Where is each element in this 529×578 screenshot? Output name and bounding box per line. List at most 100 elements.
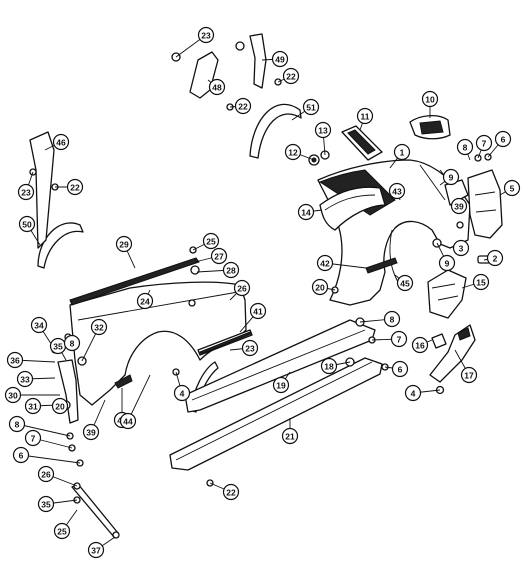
callout-circle — [82, 423, 100, 441]
callout-circle — [456, 138, 474, 156]
callout-number: 23 — [21, 188, 31, 198]
callout-number: 43 — [392, 187, 402, 197]
callout-circle — [460, 366, 478, 384]
callout-number: 49 — [275, 55, 285, 65]
callout-circle — [210, 247, 228, 265]
callout-circle — [37, 465, 55, 483]
callout-16: 16 — [411, 336, 429, 354]
callout-number: 30 — [8, 391, 18, 401]
callout-circle — [115, 235, 133, 253]
callout-number: 12 — [288, 148, 298, 158]
callout-20: 20 — [311, 278, 329, 296]
callout-circle — [391, 360, 409, 378]
callout-number: 39 — [86, 428, 96, 438]
callout-number: 45 — [400, 279, 410, 289]
callout-circle — [450, 197, 468, 215]
callout-36: 36 — [6, 351, 24, 369]
callout-circle — [494, 130, 512, 148]
callout-number: 13 — [318, 126, 328, 136]
leader-line — [16, 423, 71, 437]
callout-circle — [18, 215, 36, 233]
callout-circle — [66, 178, 84, 196]
callout-circle — [52, 133, 70, 151]
callout-39: 39 — [450, 197, 468, 215]
callout-number: 19 — [276, 381, 286, 391]
callout-circle — [297, 203, 315, 221]
callout-22: 22 — [66, 178, 84, 196]
callout-circle — [311, 278, 329, 296]
callout-number: 11 — [361, 112, 370, 122]
callout-number: 44 — [123, 417, 133, 427]
callout-circle — [356, 107, 374, 125]
callout-number: 4 — [180, 389, 185, 399]
callout-3: 3 — [452, 239, 470, 257]
callout-number: 39 — [454, 202, 464, 212]
callout-circle — [452, 239, 470, 257]
callout-51: 51 — [302, 98, 320, 116]
callout-34: 34 — [30, 316, 48, 334]
callout-number: 25 — [206, 237, 216, 247]
callout-7: 7 — [475, 134, 493, 152]
callout-37: 37 — [87, 541, 105, 559]
callout-44: 44 — [119, 412, 137, 430]
callout-circle — [16, 370, 34, 388]
callout-25: 25 — [53, 522, 71, 540]
callout-5: 5 — [503, 179, 521, 197]
callout-14: 14 — [297, 203, 315, 221]
callout-number: 15 — [476, 278, 486, 288]
callout-circle — [12, 446, 30, 464]
callout-number: 22 — [70, 183, 80, 193]
callout-number: 16 — [415, 341, 425, 351]
callout-number: 9 — [449, 173, 454, 183]
wing-top-strip — [69, 257, 200, 306]
callout-4: 4 — [173, 384, 191, 402]
callout-circle — [388, 182, 406, 200]
callout-8: 8 — [8, 415, 26, 433]
callout-circle — [6, 351, 24, 369]
support-bracket — [427, 269, 467, 319]
callout-number: 42 — [320, 259, 330, 269]
callout-circle — [390, 330, 408, 348]
callout-45: 45 — [396, 274, 414, 292]
callout-number: 29 — [119, 240, 129, 250]
callout-circle — [222, 261, 240, 279]
callout-23: 23 — [197, 26, 215, 44]
quarter-vent-panel — [319, 186, 386, 231]
callout-circle — [503, 179, 521, 197]
leader-line — [20, 454, 81, 464]
wing-side-trim — [197, 329, 253, 356]
callout-9: 9 — [438, 254, 456, 272]
callout-8: 8 — [456, 138, 474, 156]
callout-number: 46 — [56, 138, 66, 148]
callout-26: 26 — [233, 279, 251, 297]
callout-8: 8 — [383, 310, 401, 328]
callout-circle — [173, 384, 191, 402]
callout-circle — [396, 274, 414, 292]
quarter-fasteners — [308, 150, 330, 166]
callout-circle — [421, 90, 439, 108]
callout-number: 50 — [22, 220, 32, 230]
callout-21: 21 — [281, 427, 299, 445]
callout-circle — [383, 310, 401, 328]
callout-circle — [222, 483, 240, 501]
callout-number: 20 — [55, 402, 65, 412]
callout-15: 15 — [472, 273, 490, 291]
callout-circle — [90, 318, 108, 336]
callout-22: 22 — [282, 67, 300, 85]
callout-22: 22 — [234, 97, 252, 115]
callout-circle — [53, 522, 71, 540]
callout-10: 10 — [421, 90, 439, 108]
callout-circle — [233, 279, 251, 297]
callout-circle — [234, 97, 252, 115]
callout-number: 26 — [237, 284, 247, 294]
callout-35: 35 — [49, 337, 67, 355]
callout-number: 1 — [400, 148, 405, 158]
callout-49: 49 — [271, 50, 289, 68]
callout-number: 7 — [31, 434, 36, 444]
sill-panels — [169, 319, 383, 471]
callout-number: 23 — [245, 344, 255, 354]
callout-19: 19 — [272, 376, 290, 394]
rear-vent-grille — [409, 115, 451, 140]
callout-9: 9 — [442, 168, 460, 186]
